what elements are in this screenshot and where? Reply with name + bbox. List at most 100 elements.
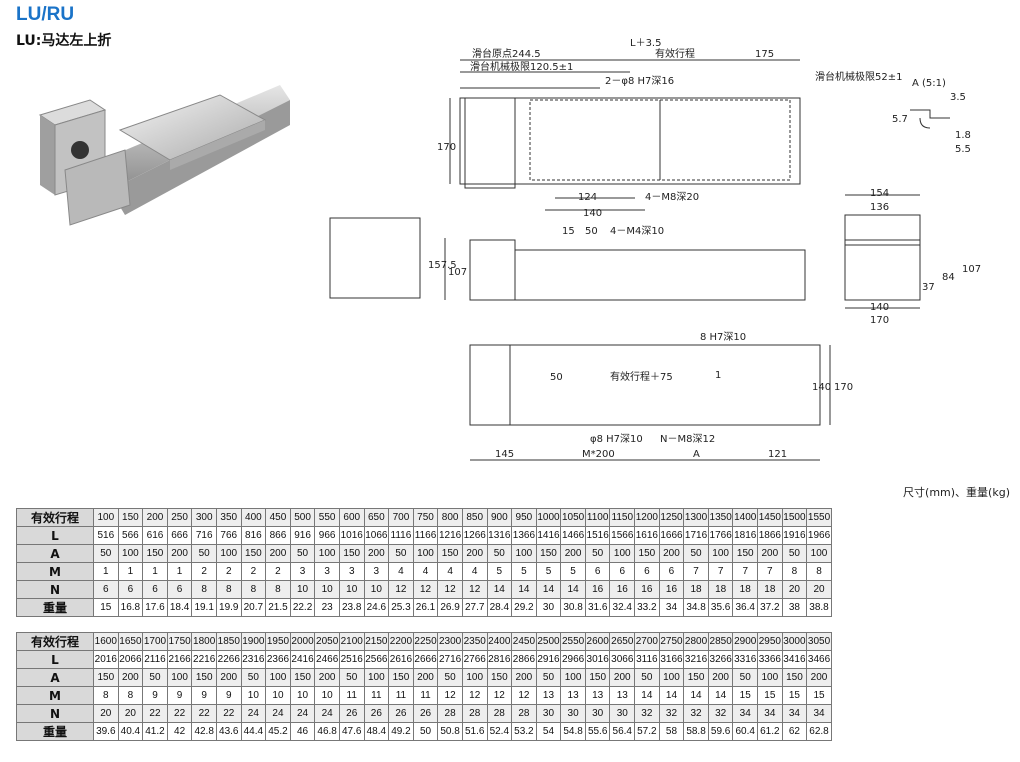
dim-157-5: 157.5 <box>428 260 457 271</box>
table-cell: 1750 <box>166 632 193 651</box>
dim-37: 37 <box>922 282 935 293</box>
table-cell: 18 <box>757 580 783 599</box>
table-cell: 24 <box>240 704 267 723</box>
table-cell: 1816 <box>732 526 759 545</box>
table-cell: 12 <box>511 686 537 705</box>
table-cell: 6 <box>584 562 611 581</box>
table-cell: 16 <box>584 580 611 599</box>
table-cell: 2666 <box>412 650 439 669</box>
table-cell: 100 <box>265 668 291 687</box>
table-cell: 1716 <box>683 526 709 545</box>
table-cell: 1166 <box>412 526 439 545</box>
table-cell: 2150 <box>363 632 390 651</box>
table-cell: 2 <box>215 562 242 581</box>
table-cell: 1366 <box>511 526 537 545</box>
table-cell: 26.9 <box>437 598 463 617</box>
table-cell: 516 <box>93 526 119 545</box>
table-cell: 1066 <box>363 526 390 545</box>
table-cell: 4 <box>388 562 414 581</box>
table-cell: 150 <box>781 668 808 687</box>
table-cell: 150 <box>683 668 709 687</box>
table-cell: 30 <box>609 704 636 723</box>
table-cell: 14 <box>683 686 709 705</box>
table-cell: 2250 <box>412 632 439 651</box>
table-cell: 100 <box>117 544 144 563</box>
table-cell: 5 <box>486 562 513 581</box>
table-cell: 1850 <box>215 632 242 651</box>
table-cell: 1766 <box>707 526 734 545</box>
table-cell: 12 <box>437 580 463 599</box>
table-cell: 6 <box>93 580 119 599</box>
table-cell: 24 <box>289 704 316 723</box>
table-cell: 26 <box>363 704 390 723</box>
table-cell: 100 <box>363 668 390 687</box>
table-cell: 350 <box>215 508 242 527</box>
table-cell: 5 <box>535 562 562 581</box>
table-cell: 27.7 <box>461 598 488 617</box>
table-cell: 8 <box>806 562 832 581</box>
table-cell: 3366 <box>757 650 783 669</box>
dim-m8-holes: 4－M8深20 <box>645 191 699 203</box>
dim-m4-holes: 4－M4深10 <box>610 225 664 237</box>
dim-140-top: 140 <box>583 208 602 219</box>
table-cell: 750 <box>412 508 439 527</box>
dim-5-7: 5.7 <box>892 114 908 125</box>
table-cell: 200 <box>560 544 586 563</box>
table-cell: 10 <box>314 580 340 599</box>
table-cell: 6 <box>634 562 660 581</box>
table-cell: 10 <box>289 686 316 705</box>
table-cell: 14 <box>634 686 660 705</box>
table-cell: 900 <box>486 508 513 527</box>
table-cell: 100 <box>609 544 636 563</box>
table-cell: 50.8 <box>437 722 463 741</box>
table-cell: 15 <box>732 686 759 705</box>
table-cell: 966 <box>314 526 340 545</box>
table-cell: 3416 <box>781 650 808 669</box>
table-cell: 2916 <box>535 650 562 669</box>
table-cell: 2166 <box>166 650 193 669</box>
table-cell: 12 <box>412 580 439 599</box>
table-cell: 13 <box>609 686 636 705</box>
table-cell: 18 <box>732 580 759 599</box>
table-cell: 32.4 <box>609 598 636 617</box>
table-cell: 450 <box>265 508 291 527</box>
table-cell: 150 <box>240 544 267 563</box>
table-cell: 800 <box>437 508 463 527</box>
table-cell: 3266 <box>707 650 734 669</box>
table-cell: 1150 <box>609 508 636 527</box>
table-cell: 1000 <box>535 508 562 527</box>
dim-154: 154 <box>870 188 889 199</box>
table-cell: 2716 <box>437 650 463 669</box>
table-cell: 1316 <box>486 526 513 545</box>
table-cell: 2600 <box>584 632 611 651</box>
table-cell: 15 <box>757 686 783 705</box>
table-cell: 29.2 <box>511 598 537 617</box>
table-cell: 15 <box>93 598 119 617</box>
table-cell: 2866 <box>511 650 537 669</box>
table-cell: 22.2 <box>289 598 316 617</box>
table-cell: 400 <box>240 508 267 527</box>
table-cell: 1700 <box>142 632 168 651</box>
table-cell: 10 <box>314 686 340 705</box>
table-cell: 15 <box>781 686 808 705</box>
table-cell: 200 <box>511 668 537 687</box>
table-cell: 2116 <box>142 650 168 669</box>
table-cell: 50 <box>142 668 168 687</box>
table-cell: 42 <box>166 722 193 741</box>
table-cell: 8 <box>265 580 291 599</box>
table-cell: 9 <box>215 686 242 705</box>
dim-15: 15 <box>562 226 575 237</box>
table-cell: 2816 <box>486 650 513 669</box>
table-cell: 50 <box>191 544 217 563</box>
table-cell: 16.8 <box>117 598 144 617</box>
table-cell: 2650 <box>609 632 636 651</box>
table-cell: 1550 <box>806 508 832 527</box>
page-subtitle: LU:马达左上折 <box>16 33 112 49</box>
table-cell: 12 <box>388 580 414 599</box>
table-cell: 19.1 <box>191 598 217 617</box>
table-cell: 2616 <box>388 650 414 669</box>
table-cell: 2966 <box>560 650 586 669</box>
